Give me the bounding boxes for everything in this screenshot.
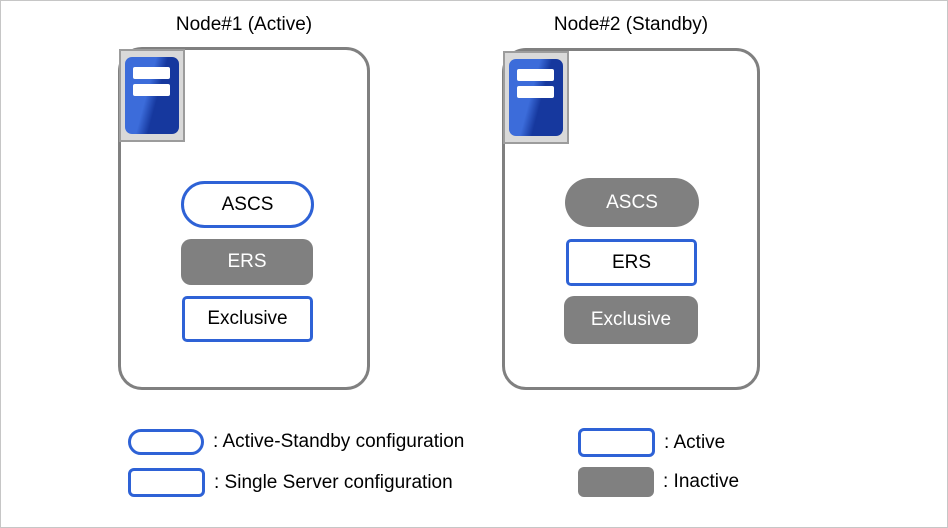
legend-active-standby: : Active-Standby configuration bbox=[128, 429, 464, 455]
legend-inactive: : Inactive bbox=[578, 467, 739, 497]
legend-single-server: : Single Server configuration bbox=[128, 468, 453, 497]
server-drive-bar bbox=[517, 69, 554, 81]
server-drive-bar bbox=[517, 86, 554, 98]
node1-title: Node#1 (Active) bbox=[175, 14, 313, 35]
legend-pill-swatch bbox=[128, 429, 204, 455]
legend-active-swatch bbox=[578, 428, 655, 457]
node2-title: Node#2 (Standby) bbox=[553, 14, 709, 35]
server-tower bbox=[125, 57, 179, 134]
legend-label: : Active-Standby configuration bbox=[213, 431, 465, 452]
legend-label: : Active bbox=[664, 431, 726, 453]
legend-inactive-swatch bbox=[578, 467, 654, 497]
server-drive-bar bbox=[133, 84, 170, 96]
legend-active: : Active bbox=[578, 428, 725, 457]
node1-ers-resource: ERS bbox=[181, 239, 313, 285]
node2-ascs-resource: ASCS bbox=[565, 178, 699, 227]
node2-ers-resource: ERS bbox=[566, 239, 697, 286]
server-drive-bar bbox=[133, 67, 170, 79]
server-tower bbox=[509, 59, 563, 136]
legend-rect-swatch bbox=[128, 468, 205, 497]
legend-label: : Inactive bbox=[663, 471, 740, 492]
node1-ascs-resource: ASCS bbox=[181, 181, 314, 228]
legend-label: : Single Server configuration bbox=[214, 471, 453, 493]
node1-exclusive-resource: Exclusive bbox=[182, 296, 313, 342]
node2-exclusive-resource: Exclusive bbox=[564, 296, 698, 344]
server-icon bbox=[503, 51, 569, 144]
server-icon bbox=[119, 49, 185, 142]
